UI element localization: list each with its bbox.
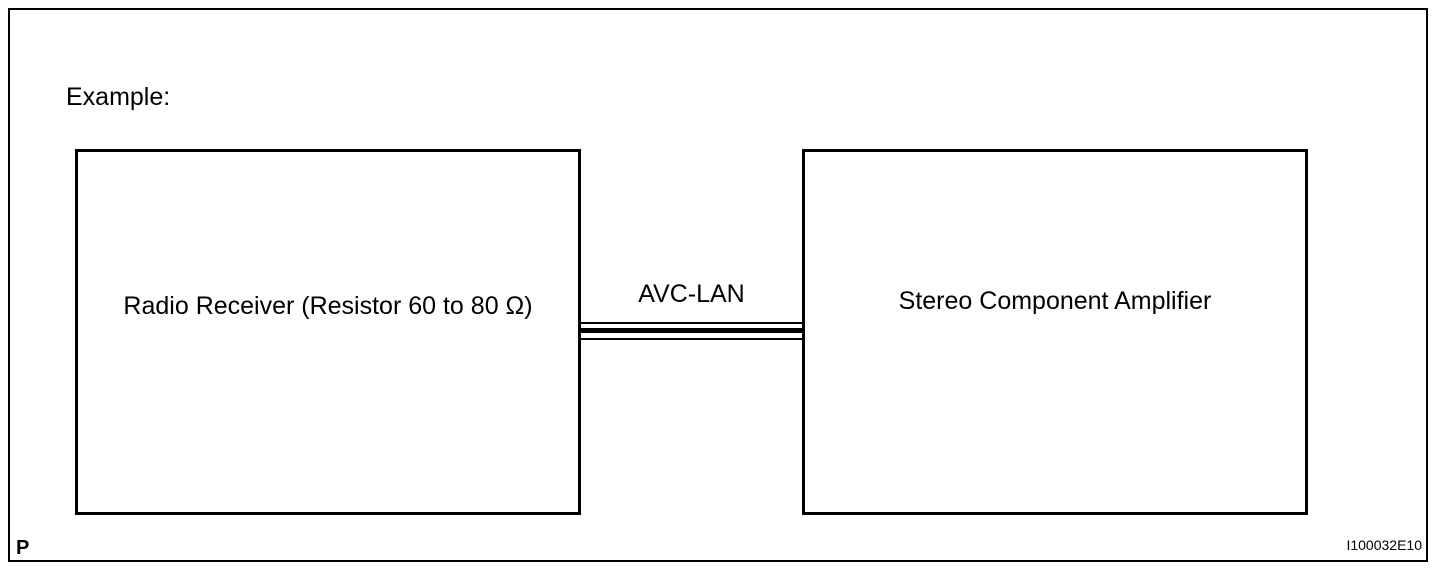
avc-lan-bus-connector: [578, 322, 805, 340]
radio-receiver-label: Radio Receiver (Resistor 60 to 80 Ω): [123, 292, 533, 320]
stereo-amplifier-block: Stereo Component Amplifier: [802, 149, 1308, 515]
example-caption: Example:: [66, 83, 171, 111]
figure-id: I100032E10: [1346, 537, 1422, 553]
radio-receiver-block: Radio Receiver (Resistor 60 to 80 Ω): [75, 149, 581, 515]
diagram-frame: [8, 8, 1428, 562]
avc-lan-label: AVC-LAN: [638, 280, 745, 308]
stereo-amplifier-label: Stereo Component Amplifier: [898, 287, 1212, 315]
corner-letter: P: [16, 537, 30, 559]
